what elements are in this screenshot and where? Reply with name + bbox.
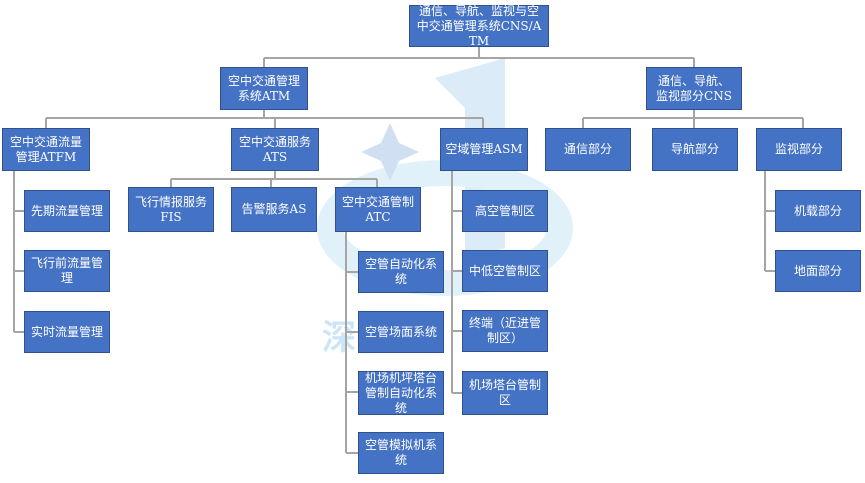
connector-cns-children: [582, 110, 804, 128]
node-surv-airborne: 机载部分: [775, 190, 861, 232]
node-cns: 通信、导航、 监视部分CNS: [646, 67, 742, 110]
node-atc-surface: 空管场面系统: [358, 311, 444, 353]
connector-atm-children: [45, 110, 484, 128]
node-comm: 通信部分: [545, 128, 631, 171]
node-atc-apron-tower: 机场机坪塔台 管制自动化系 统: [358, 371, 444, 415]
node-surv: 监视部分: [756, 128, 842, 171]
node-atc-automation: 空管自动化系 统: [358, 251, 444, 293]
connector-atc-children: [345, 232, 358, 454]
connector-ats-children: [170, 171, 378, 187]
node-atfm-advance: 先期流量管理: [24, 190, 110, 232]
connector-asm-children: [451, 171, 462, 394]
node-atc-simulator: 空管模拟机系 统: [358, 432, 444, 474]
connector-surv-children: [764, 171, 775, 272]
node-atfm: 空中交通流量 管理ATFM: [2, 128, 90, 171]
connector-atfm-children: [13, 171, 24, 333]
node-asm-terminal: 终端（近进管 制区）: [462, 310, 548, 352]
node-asm-tower: 机场塔台管制 区: [462, 371, 548, 415]
node-atc: 空中交通管制 ATC: [335, 187, 421, 232]
connector-root-children: [263, 47, 695, 67]
node-fis: 飞行情报服务 FIS: [128, 187, 214, 232]
node-asm-high: 高空管制区: [462, 190, 548, 232]
watermark-text: 深: [322, 318, 390, 358]
node-atfm-preflight: 飞行前流量管 理: [24, 250, 110, 292]
node-nav: 导航部分: [652, 128, 738, 171]
node-root: 通信、导航、监视与空 中交通管理系统CNS/ATM: [409, 4, 549, 48]
node-as: 告警服务AS: [231, 187, 317, 232]
node-atfm-realtime: 实时流量管理: [24, 311, 110, 353]
node-asm-lowmid: 中低空管制区: [462, 250, 548, 292]
node-asm: 空域管理ASM: [440, 128, 528, 171]
node-atm: 空中交通管理 系统ATM: [220, 67, 308, 110]
node-ats: 空中交通服务 ATS: [231, 128, 319, 171]
node-surv-ground: 地面部分: [775, 250, 861, 292]
